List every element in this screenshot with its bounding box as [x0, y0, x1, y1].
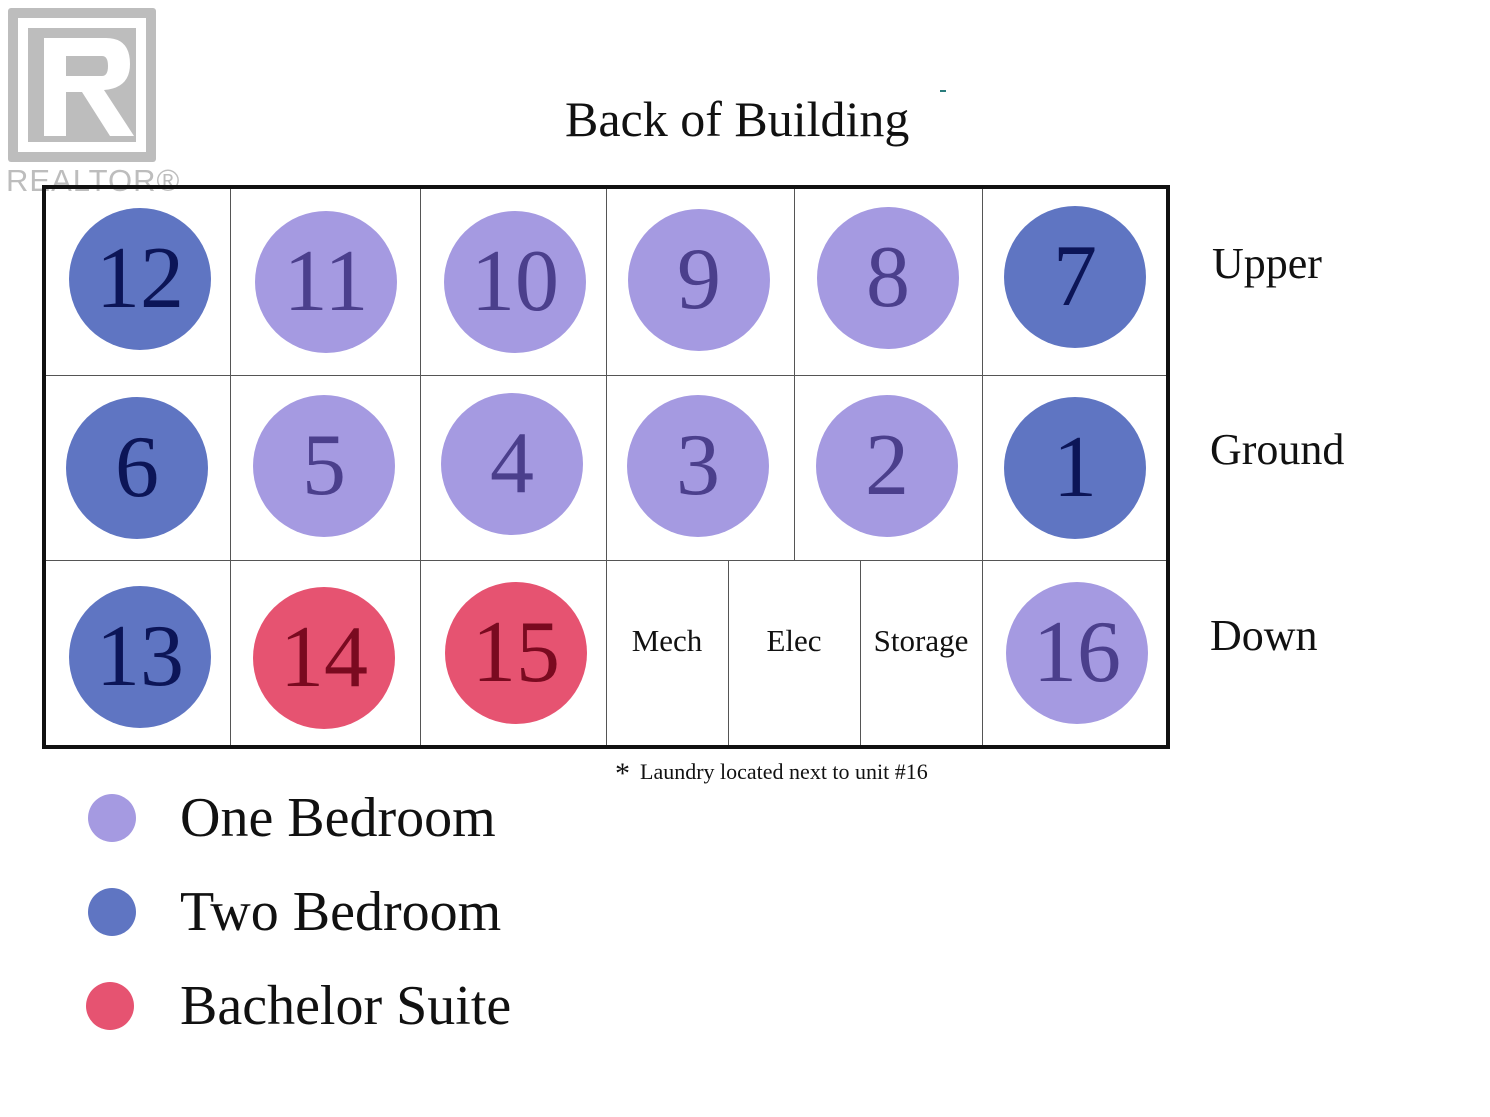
unit-13: 13	[69, 586, 211, 728]
column-divider	[794, 189, 795, 560]
floor-label-down: Down	[1210, 611, 1318, 660]
diagram-title: Back of Building	[565, 91, 910, 147]
floor-label-upper: Upper	[1212, 239, 1322, 288]
column-divider	[606, 189, 607, 745]
legend-swatch-one-bedroom	[88, 794, 136, 842]
unit-11: 11	[255, 211, 397, 353]
unit-5: 5	[253, 395, 395, 537]
realtor-logo-mark	[8, 8, 156, 162]
column-divider	[728, 560, 729, 745]
legend-swatch-two-bedroom	[88, 888, 136, 936]
unit-6: 6	[66, 397, 208, 539]
unit-8: 8	[817, 207, 959, 349]
unit-12: 12	[69, 208, 211, 350]
room-elec: Elec	[766, 623, 822, 658]
unit-1: 1	[1004, 397, 1146, 539]
column-divider	[860, 560, 861, 745]
unit-15: 15	[445, 582, 587, 724]
room-storage: Storage	[873, 623, 969, 658]
unit-2: 2	[816, 395, 958, 537]
room-mech: Mech	[631, 623, 703, 658]
unit-10: 10	[444, 211, 586, 353]
legend-swatch-bachelor-suite	[86, 982, 134, 1030]
unit-3: 3	[627, 395, 769, 537]
unit-14: 14	[253, 587, 395, 729]
floor-label-ground: Ground	[1210, 425, 1345, 474]
realtor-watermark-text: REALTOR®	[6, 163, 181, 198]
unit-7: 7	[1004, 206, 1146, 348]
unit-9: 9	[628, 209, 770, 351]
realtor-r-icon	[18, 18, 146, 152]
unit-16: 16	[1006, 582, 1148, 724]
column-divider	[420, 189, 421, 745]
column-divider	[230, 189, 231, 745]
legend-label-one-bedroom: One Bedroom	[180, 787, 496, 849]
laundry-note: * Laundry located next to unit #16	[615, 757, 928, 791]
unit-4: 4	[441, 393, 583, 535]
asterisk-icon: *	[615, 757, 630, 790]
title-mark	[940, 90, 946, 92]
legend-label-two-bedroom: Two Bedroom	[180, 881, 502, 943]
column-divider	[982, 189, 983, 745]
legend-label-bachelor-suite: Bachelor Suite	[180, 975, 512, 1037]
building-plan: 12 11 10 9 8 7 6 5 4 3 2 1 13 14 15 Mech…	[42, 185, 1170, 749]
laundry-note-text: Laundry located next to unit #16	[640, 759, 928, 784]
